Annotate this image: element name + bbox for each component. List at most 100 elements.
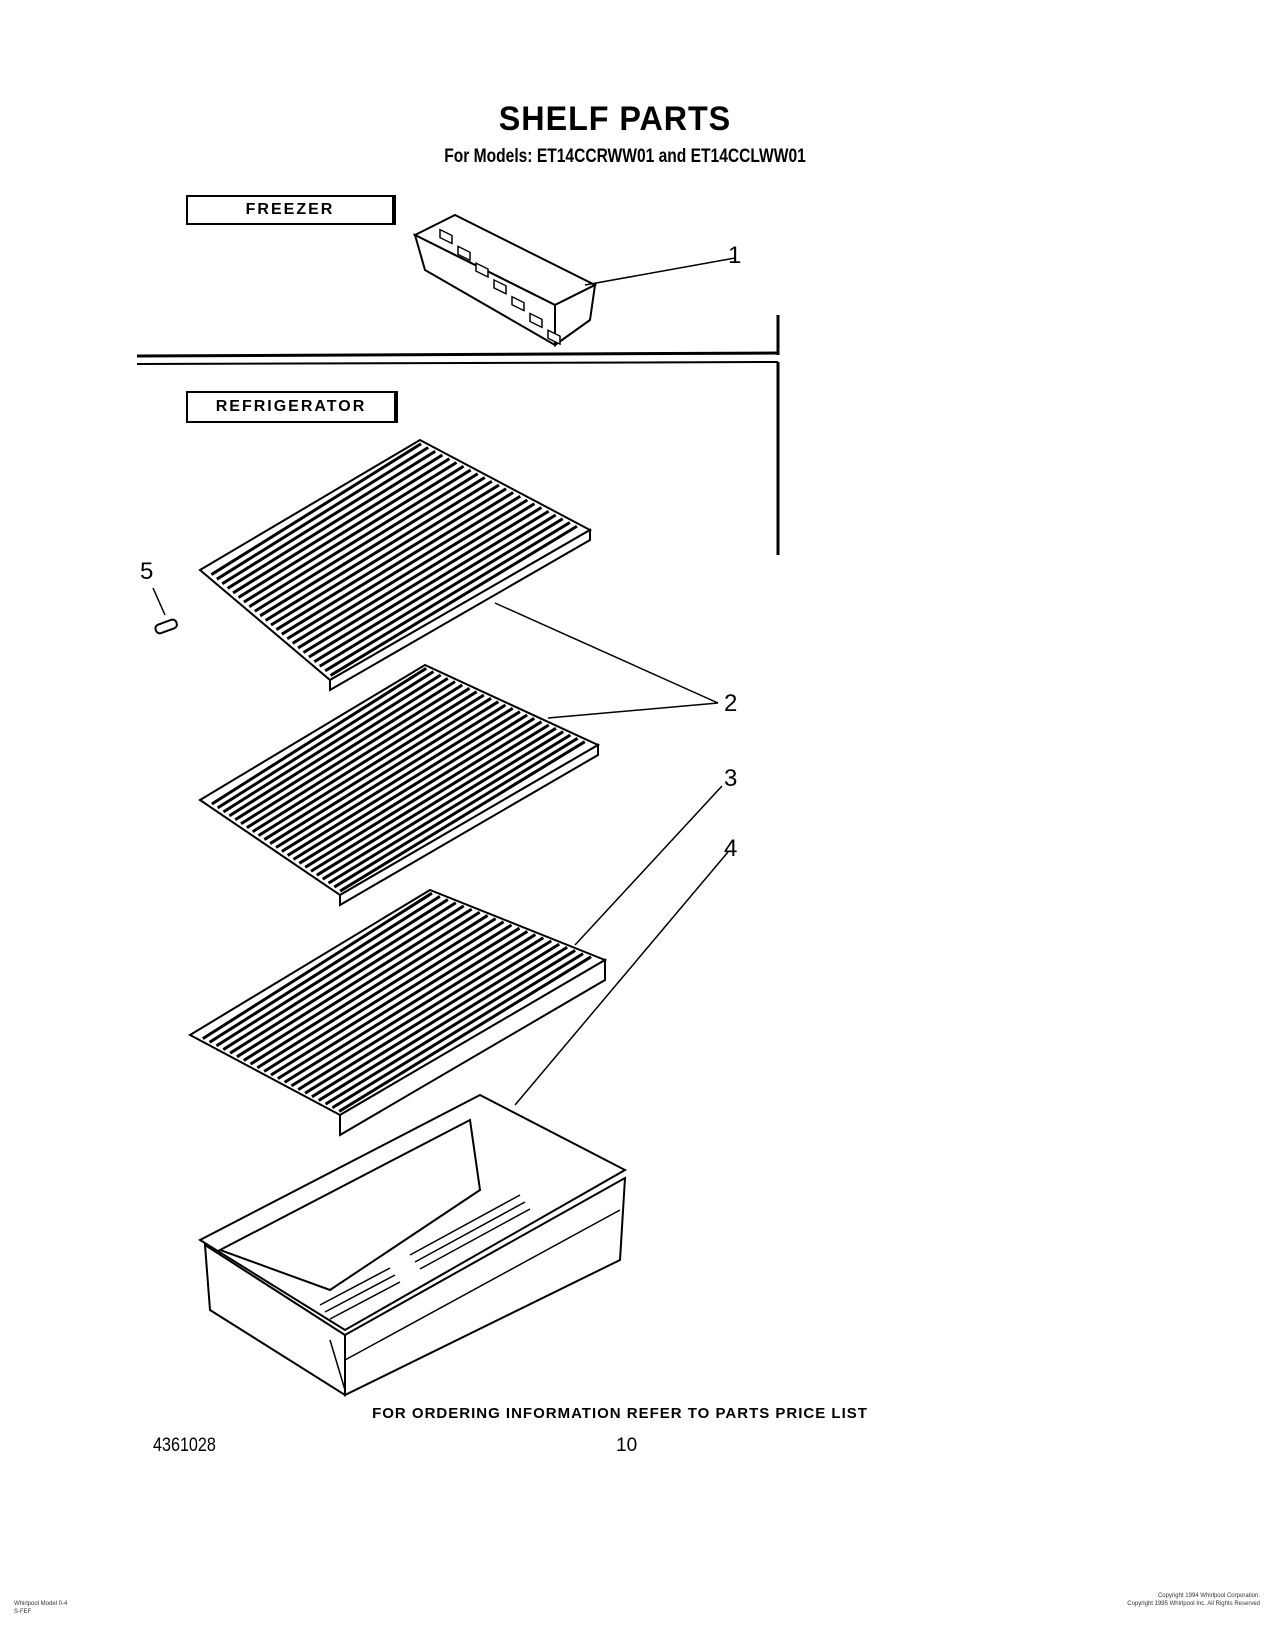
shelf-rod bbox=[308, 509, 550, 659]
callout-3: 3 bbox=[724, 765, 738, 792]
section-divider bbox=[136, 315, 780, 555]
shelf-rod bbox=[202, 891, 433, 1040]
shelf-rod bbox=[310, 723, 550, 873]
shelf-rod bbox=[234, 680, 456, 822]
shelf-rod bbox=[232, 457, 451, 595]
footer-left-line: S-FEF bbox=[14, 1609, 32, 1615]
tray-cell bbox=[493, 278, 507, 295]
shelf-rod bbox=[277, 926, 521, 1080]
shelf-rod bbox=[215, 898, 449, 1048]
wire-shelf-upper bbox=[198, 438, 593, 692]
shelf-rod bbox=[292, 713, 528, 861]
document-number: 4361028 bbox=[153, 1435, 216, 1456]
tray-cell bbox=[511, 295, 525, 312]
copyright-line: Copyright 1994 Whirlpool Corporation. bbox=[1157, 1593, 1260, 1599]
shelf-rod bbox=[270, 483, 500, 627]
shelf-rod bbox=[237, 461, 458, 599]
shelf-rod bbox=[275, 487, 507, 631]
shelf-rod bbox=[251, 690, 478, 833]
shelf-rod bbox=[327, 733, 572, 885]
shelf-rod bbox=[313, 513, 557, 663]
shelf-rod bbox=[228, 677, 449, 818]
shelf-rod bbox=[283, 930, 529, 1084]
shelf-rod bbox=[338, 955, 592, 1113]
crisper-cover-shelf bbox=[187, 888, 608, 1137]
footer-left-line: Whirlpool Model 0-4 bbox=[14, 1601, 68, 1607]
shelf-rod bbox=[210, 442, 422, 576]
shelf-rod bbox=[216, 670, 435, 810]
shelf-rod bbox=[222, 901, 457, 1051]
shelf-rod bbox=[298, 717, 536, 865]
freezer-section-label: FREEZER bbox=[186, 195, 396, 225]
shelf-rod bbox=[208, 895, 441, 1044]
shelf-rod bbox=[317, 945, 568, 1102]
footer-left-note: Whirlpool Model 0-4 S-FEF bbox=[14, 1600, 67, 1616]
callout-1: 1 bbox=[728, 242, 742, 269]
page-number: 10 bbox=[616, 1435, 638, 1456]
shelf-pin-part bbox=[154, 618, 178, 635]
shelf-rod bbox=[236, 907, 473, 1059]
shelf-rod bbox=[311, 942, 561, 1099]
shelf-rod bbox=[304, 720, 543, 869]
shelf-rod bbox=[318, 517, 564, 668]
callout-4: 4 bbox=[724, 835, 738, 862]
ordering-note: FOR ORDERING INFORMATION REFER TO PARTS … bbox=[372, 1405, 868, 1422]
shelf-rod bbox=[263, 920, 505, 1073]
shelf-rod bbox=[329, 524, 578, 677]
shelf-rod bbox=[281, 707, 514, 853]
shelf-rod bbox=[229, 904, 465, 1055]
shelf-rod bbox=[253, 472, 479, 613]
shelf-rod bbox=[302, 506, 543, 654]
copyright-line: Copyright 1995 Whirlpool Inc. All Rights… bbox=[1127, 1601, 1260, 1607]
shelf-rod bbox=[291, 498, 529, 645]
shelf-rod bbox=[243, 464, 465, 604]
leader-lines bbox=[152, 257, 736, 1106]
shelf-rod bbox=[297, 502, 536, 650]
shelf-rod bbox=[331, 952, 584, 1110]
crisper-pan-part bbox=[197, 1093, 628, 1397]
shelf-rod bbox=[221, 449, 437, 586]
shelf-rod bbox=[304, 939, 553, 1095]
shelf-rod bbox=[242, 911, 481, 1062]
shelf-rod bbox=[240, 683, 464, 826]
shelf-rod bbox=[286, 494, 522, 641]
shelf-rod bbox=[226, 453, 444, 590]
shelf-rod bbox=[222, 673, 442, 814]
tray-cell bbox=[529, 312, 543, 329]
shelf-rod bbox=[297, 936, 545, 1091]
shelf-rod bbox=[324, 949, 576, 1106]
shelf-rod bbox=[269, 700, 500, 845]
shelf-rod bbox=[256, 917, 497, 1069]
shelf-rod bbox=[264, 479, 493, 622]
tray-cell bbox=[439, 228, 453, 245]
shelf-rod bbox=[216, 446, 429, 581]
page-title: SHELF PARTS bbox=[498, 100, 732, 138]
shelf-rod bbox=[275, 703, 507, 849]
shelf-rod bbox=[281, 491, 514, 636]
shelf-rod bbox=[333, 737, 579, 889]
callout-2: 2 bbox=[724, 690, 738, 717]
ice-tray-part bbox=[412, 213, 598, 347]
shelf-rod bbox=[290, 933, 537, 1088]
shelf-rod bbox=[263, 697, 492, 841]
callout-5: 5 bbox=[140, 558, 154, 585]
shelf-rod bbox=[339, 740, 586, 893]
copyright-note: Copyright 1994 Whirlpool Corporation. Co… bbox=[1010, 1592, 1260, 1608]
tray-cell bbox=[457, 245, 471, 262]
shelf-rod bbox=[259, 476, 486, 618]
shelf-rod bbox=[324, 521, 571, 673]
model-subtitle: For Models: ET14CCRWW01 and ET14CCLWW01 bbox=[444, 146, 806, 167]
shelf-rod bbox=[249, 914, 489, 1066]
shelf-rod bbox=[316, 727, 557, 877]
shelf-rod bbox=[321, 730, 564, 881]
shelf-rod bbox=[248, 468, 472, 608]
wire-shelf-lower bbox=[198, 663, 601, 907]
shelf-rod bbox=[246, 687, 471, 829]
shelf-rod bbox=[257, 693, 485, 837]
tray-cell bbox=[475, 262, 489, 279]
shelf-rod bbox=[211, 667, 428, 806]
shelf-rod bbox=[286, 710, 521, 857]
shelf-rod bbox=[270, 923, 513, 1077]
